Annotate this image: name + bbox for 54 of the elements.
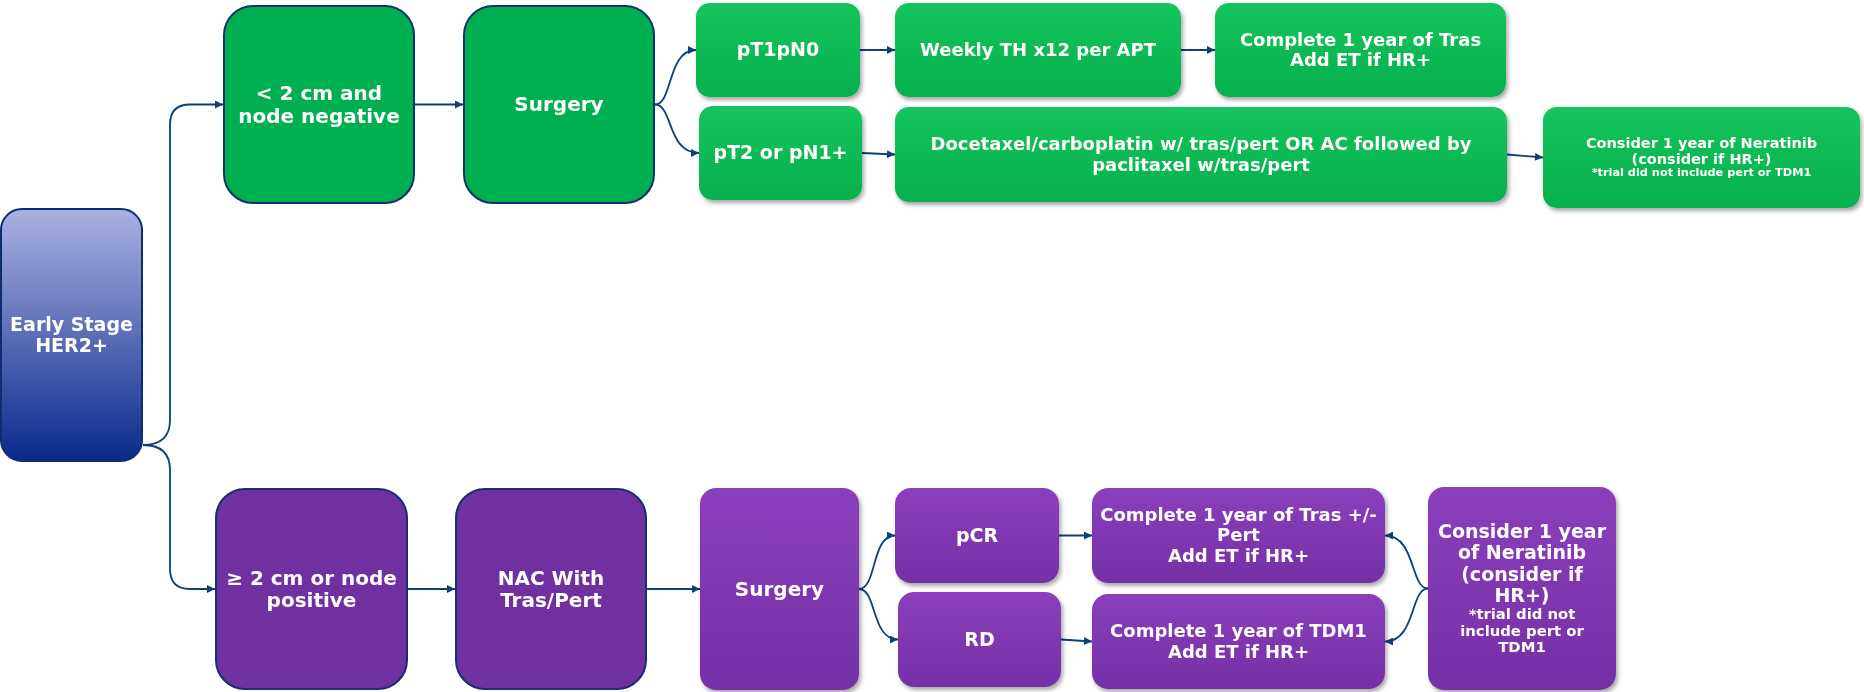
- arrow: [1058, 531, 1093, 540]
- process-box: [1092, 594, 1385, 689]
- box-text: Add ET if HR+: [1167, 545, 1310, 566]
- box-text: Add ET if HR+: [1167, 641, 1310, 662]
- process-box: [700, 488, 859, 690]
- arrow: [1180, 46, 1216, 54]
- process-box: [0, 208, 143, 462]
- process-box: [223, 5, 415, 204]
- process-box: [898, 592, 1061, 687]
- arrow: [1384, 532, 1429, 590]
- process-box: [1215, 3, 1506, 97]
- box-text: Early Stage HER2+: [10, 313, 133, 357]
- box-text: *trial did not include pert or TDM1: [1459, 606, 1585, 656]
- box-text: Add ET if HR+: [1289, 50, 1432, 71]
- box-text: Consider 1 year of Neratinib (consider if HR+): [1436, 521, 1608, 607]
- arrow: [1506, 152, 1544, 161]
- arrow: [407, 585, 456, 593]
- process-box: [696, 3, 860, 97]
- box-text: NAC With Tras/Pert: [496, 566, 606, 612]
- process-box: [1543, 107, 1860, 208]
- process-box: [895, 107, 1507, 202]
- box-text: Complete 1 year of Tras +/- Pert: [1100, 505, 1377, 546]
- box-text: Surgery: [514, 93, 604, 116]
- arrow: [142, 444, 216, 593]
- arrow: [859, 46, 896, 54]
- arrow: [654, 103, 700, 156]
- process-box: [699, 106, 862, 200]
- box-text: Consider 1 year of Neratinib (consider if HR+): [1584, 134, 1819, 168]
- arrow: [858, 588, 899, 643]
- box-text: Weekly TH x12 per APT: [920, 39, 1156, 61]
- process-box: [895, 3, 1181, 97]
- box-text: pCR: [955, 524, 999, 547]
- process-box: [463, 5, 655, 204]
- box-text: pT2 or pN1+: [713, 142, 848, 164]
- process-box: [1092, 488, 1385, 583]
- arrow: [1384, 587, 1429, 645]
- process-box: [1428, 487, 1616, 690]
- process-box: [895, 488, 1059, 583]
- arrow: [861, 150, 896, 159]
- box-text: *trial did not include pert or TDM1: [1591, 167, 1812, 181]
- box-text: Docetaxel/carboplatin w/ tras/pert OR AC followed by paclitaxel w/tras/pert: [929, 134, 1473, 175]
- process-box: [455, 488, 647, 690]
- box-text: Complete 1 year of Tras: [1239, 29, 1482, 50]
- process-box: [215, 488, 408, 690]
- arrow: [414, 100, 464, 109]
- arrow: [654, 47, 697, 106]
- arrow: [646, 585, 701, 593]
- box-text: < 2 cm and node negative: [237, 82, 401, 127]
- arrow: [1060, 637, 1093, 645]
- box-text: Surgery: [734, 577, 825, 601]
- box-text: RD: [964, 628, 995, 651]
- box-text: Complete 1 year of TDM1: [1110, 621, 1367, 642]
- box-text: ≥ 2 cm or node positive: [225, 566, 398, 612]
- box-text: pT1pN0: [736, 39, 820, 61]
